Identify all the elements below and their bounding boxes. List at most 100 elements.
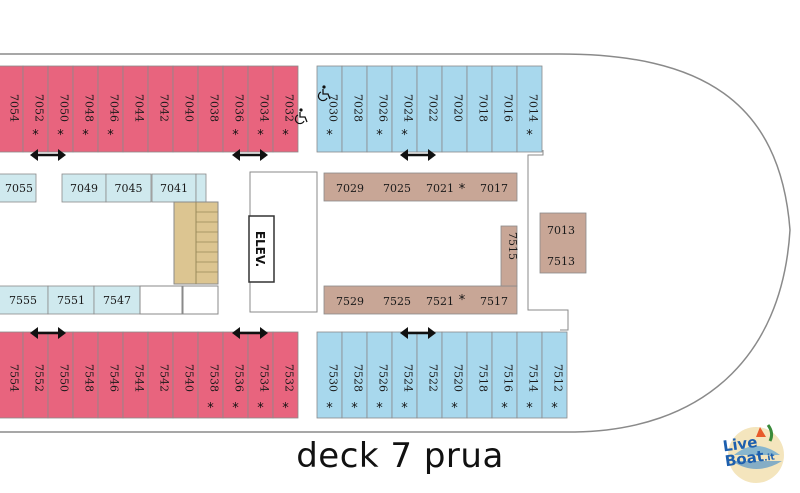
double-arrow-icon [400,149,436,161]
double-arrow-icon [30,149,66,161]
cabin-number: 7534 [258,364,271,392]
cabin-number: 7052 [33,94,46,122]
star-marker: * [451,401,458,416]
wheelchair-icon [294,108,308,125]
cabin-7049 [61,173,107,203]
cabin-number: 7536 [233,364,246,392]
cabin-number: 7042 [158,94,171,122]
cabin-7536 [222,331,249,419]
cabin-7016 [491,65,518,153]
cabin-number: 7554 [8,364,21,392]
cabin-7040 [172,65,199,153]
star-marker: * [401,128,408,143]
cabin-number: 7522 [427,364,440,392]
star-marker: * [526,128,533,143]
star-marker: * [207,401,214,416]
liveboat-logo [728,424,784,483]
cabin-number: 7036 [233,94,246,122]
cabin-number: 7021 [426,182,454,195]
star-marker: * [351,401,358,416]
cabin-7042 [147,65,174,153]
cabin-number: 7530 [327,364,340,392]
cabin-number: 7550 [58,364,71,392]
cabin-number: 7555 [9,294,37,307]
star-marker: * [401,401,408,416]
cabin-number: 7049 [70,182,98,195]
cabin-7030 [316,65,343,153]
cabin-7540 [172,331,199,419]
cabin-group-top [323,172,518,202]
cabin-number: 7044 [133,94,146,122]
cabin-group-bottom [323,285,518,315]
cabin-number: 7540 [183,364,196,392]
cabin-7542 [147,331,174,419]
cabin-7547 [93,285,141,315]
cabin-7512 [541,331,568,419]
cabin-number: 7552 [33,364,46,392]
cabin-number: 7024 [402,94,415,122]
cabin-number: 7546 [108,364,121,392]
cabin-number: 7048 [83,94,96,122]
cabin-7516 [491,331,518,419]
cabin-7034 [247,65,274,153]
star-marker: * [257,128,264,143]
cabin-number: 7030 [327,94,340,122]
double-arrow-icon [232,149,268,161]
cabin-number: 7034 [258,94,271,122]
star-marker: * [551,401,558,416]
star-marker: * [32,128,39,143]
cabin-number: 7013 [547,224,575,237]
cabin-number: 7538 [208,364,221,392]
cabin-number: 7532 [283,364,296,392]
cabin-number: 7055 [5,182,33,195]
cabin-number: 7022 [427,94,440,122]
star-marker: * [459,293,466,308]
cabin-number: 7016 [502,94,515,122]
logo-suffix: .it [763,452,776,464]
star-marker: * [232,128,239,143]
cabin-7052 [22,65,49,153]
cabin-number: 7514 [527,364,540,392]
cabin-7046 [97,65,124,153]
star-marker: * [257,401,264,416]
elevator-label: ELEV. [253,231,267,267]
cabin-7544 [122,331,149,419]
cabin-7032 [272,65,299,153]
cabin-number: 7046 [108,94,121,122]
cabin-7045 [105,173,152,203]
star-marker: * [326,401,333,416]
star-marker: * [232,401,239,416]
cabin-number: 7040 [183,94,196,122]
cabin-number: 7547 [103,294,131,307]
cabin-7515 [500,225,518,287]
star-marker: * [282,401,289,416]
cabin-7528 [341,331,368,419]
cabin-number: 7045 [115,182,143,195]
cabin-number: 7054 [8,94,21,122]
cabin-number: 7029 [336,182,364,195]
cabin-7055 [0,173,37,203]
cabin-number: 7525 [383,295,411,308]
cabin-7044 [122,65,149,153]
cabin-7534 [247,331,274,419]
cabin-7020 [441,65,468,153]
corridor-right-edge [527,150,569,331]
cabin-number: 7548 [83,364,96,392]
cabin-7538 [197,331,224,419]
elevator-block: ELEV. [248,171,318,313]
cabin-number: 7529 [336,295,364,308]
double-arrow-icon [400,327,436,339]
cabin-number: 7518 [477,364,490,392]
cabin-number: 7551 [57,294,85,307]
cabin-7546 [97,331,124,419]
cabin-number: 7018 [477,94,490,122]
cabin-number: 7025 [383,182,411,195]
cabin-number: 7513 [547,255,575,268]
cabin-7014 [516,65,543,153]
double-arrow-icon [30,327,66,339]
star-marker: * [526,401,533,416]
cabin-7552 [22,331,49,419]
cabin-number: 7032 [283,94,296,122]
hull-outline [0,53,791,433]
